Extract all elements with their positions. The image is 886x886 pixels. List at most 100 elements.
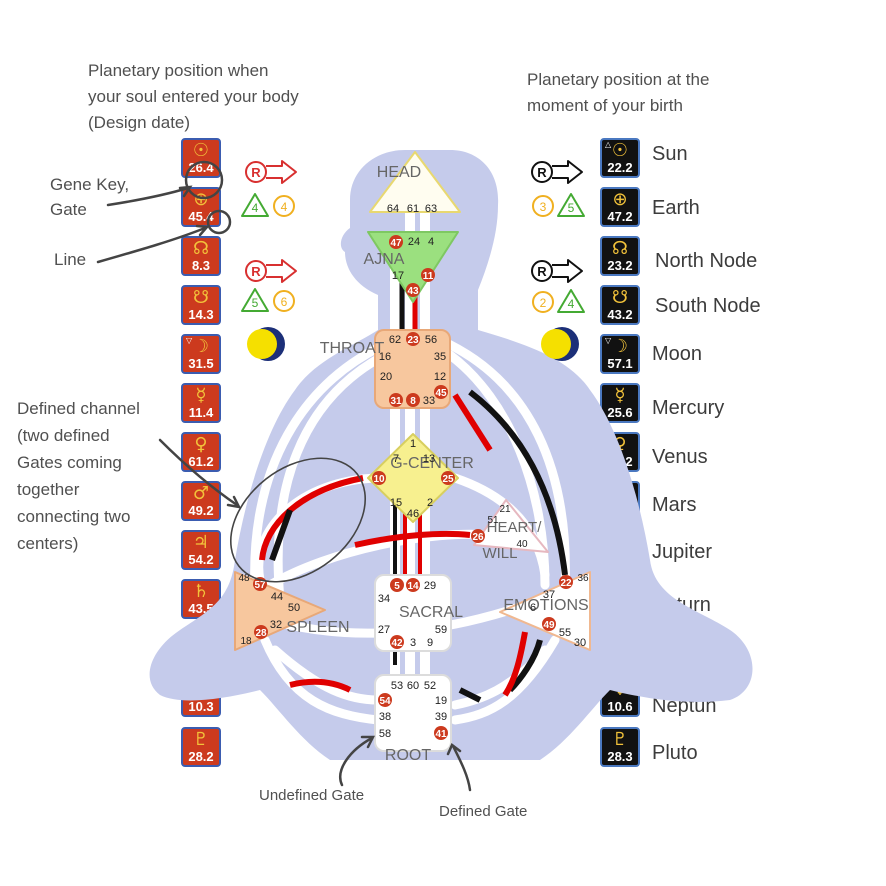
gate-23-marker: [406, 332, 420, 346]
gene-key-annotation: Gene Key, Gate: [50, 172, 129, 222]
gate-16: 16: [379, 351, 391, 363]
gate-33: 33: [423, 395, 435, 407]
mercury-icon: ☿: [614, 384, 626, 406]
design-planet-tile: ▽☽31.5: [181, 334, 221, 374]
annotation-line: connecting two: [17, 507, 131, 526]
south-node-icon: ☋: [193, 286, 209, 308]
personality-bottom-number-1: 2: [540, 296, 547, 310]
personality-planet-value: 25.6: [607, 404, 633, 420]
personality-planet-tile: ⊕47.2: [600, 187, 640, 227]
root-center: ROOT 53 60 52 54 19 38 39 58 41: [374, 674, 452, 764]
annotation-line: Defined channel: [17, 399, 140, 418]
gate-19: 19: [435, 695, 447, 707]
venus-icon: ♀: [194, 433, 208, 455]
head-center: HEAD 64 61 63: [369, 151, 461, 215]
gate-18: 18: [240, 636, 252, 647]
gate-49-marker: [542, 617, 556, 631]
personality-planet-value: 57.1: [607, 355, 633, 371]
annotation-line: (two defined: [17, 426, 110, 445]
personality-planet-value: 43.2: [607, 306, 633, 322]
gate-21: 21: [499, 504, 511, 515]
design-caption-line: Planetary position when: [88, 61, 269, 80]
saturn-icon: ♄: [192, 580, 210, 602]
gate-31-marker: [389, 393, 403, 407]
gene-key-arrow-head: [178, 185, 193, 198]
gate-47-marker: [389, 235, 403, 249]
gate-62: 62: [389, 334, 401, 346]
gate-61: 61: [407, 203, 419, 215]
gate-10: 10: [373, 474, 385, 485]
personality-planet-tile: ♇28.3: [600, 727, 640, 767]
g-center: G-CENTER 1 7 13 10 25 15 2 46: [367, 433, 474, 523]
personality-top-number-1: 3: [540, 200, 547, 214]
annotation-marks: [96, 160, 472, 792]
gate-51: 51: [487, 515, 499, 526]
annotation-line: together: [17, 480, 80, 499]
gate-49: 49: [543, 620, 555, 631]
gate-57: 57: [254, 580, 266, 591]
gate-11-marker: [421, 268, 435, 282]
moon-icon: ☽: [611, 335, 629, 357]
line-arrow-head: [195, 224, 210, 237]
personality-planet-name: Venus: [652, 446, 708, 468]
line-label: Line: [54, 250, 87, 269]
sacral-center: SACRAL 5 14 29 34 59 27 42 3 9: [374, 574, 463, 652]
head-label: HEAD: [377, 164, 421, 181]
gate-25: 25: [442, 474, 454, 485]
gate-42: 42: [391, 638, 403, 649]
gate-20: 20: [380, 371, 392, 383]
gate-28: 28: [255, 628, 267, 639]
personality-planet-name: Pluto: [652, 742, 698, 764]
throat-center: THROAT 62 23 56 16 35 20 12 45 31 8 33: [320, 329, 451, 409]
design-bottom-number-2: 6: [281, 295, 288, 309]
gate-63: 63: [425, 203, 437, 215]
gate-4: 4: [428, 236, 434, 248]
personality-planet-name: North Node: [655, 250, 758, 272]
design-triangle-icon-2: [241, 288, 269, 312]
emotions-center: EMOTIONS 22 36 37 6 49 55 30: [499, 571, 591, 651]
personality-arrow-icon: R: [531, 160, 583, 184]
personality-planet-value: 22.2: [607, 159, 633, 175]
moon-icon: ☽: [192, 335, 210, 357]
defined-channels: [259, 240, 568, 703]
gate-14: 14: [407, 581, 419, 592]
gate-41: 41: [435, 729, 447, 740]
channel-arrow-head: [226, 495, 242, 509]
gate-30: 30: [574, 637, 586, 649]
gate-26-marker: [471, 529, 485, 543]
design-arrow-icon: R: [245, 160, 297, 184]
gate-44: 44: [271, 591, 283, 603]
gate-1: 1: [410, 438, 416, 450]
defined-gate-arrow: [451, 744, 472, 792]
personality-variables: R 3 5 R 2 4: [531, 160, 585, 361]
personality-planet-name: Sun: [652, 143, 688, 165]
gate-39: 39: [435, 711, 447, 723]
gate-34: 34: [378, 593, 390, 605]
gate-7: 7: [393, 453, 399, 465]
gate-40: 40: [516, 539, 528, 550]
design-planet-value: 8.3: [191, 257, 211, 273]
design-variables: R 4 4 R 5 6: [241, 160, 297, 361]
gate-6: 6: [530, 602, 536, 614]
line-arrow: [96, 226, 207, 264]
pluto-icon: ♇: [611, 728, 629, 750]
personality-planet-value: 47.2: [607, 208, 633, 224]
personality-planet-tile: △☉22.2: [600, 138, 640, 178]
gate-38: 38: [379, 711, 391, 723]
personality-arrow-letter: R: [537, 165, 547, 180]
design-planet-value: 31.5: [188, 355, 214, 371]
channel-arrow: [158, 438, 239, 507]
design-moon-phase-icon: [247, 327, 285, 361]
line-highlight-circle: [206, 209, 232, 235]
sun-icon: ☉: [611, 139, 629, 161]
gate-52: 52: [424, 680, 436, 692]
gate-53: 53: [391, 680, 403, 692]
personality-planet-name: Jupiter: [652, 541, 713, 563]
personality-moon-phase-icon: [541, 327, 579, 361]
heart-center: HEART/ WILL 21 51 40 26: [471, 499, 549, 562]
personality-mark: ▽: [605, 336, 612, 345]
design-planet-value: 10.3: [188, 698, 214, 714]
south-node-icon: ☋: [612, 286, 628, 308]
personality-triangle-icon: [557, 193, 585, 217]
